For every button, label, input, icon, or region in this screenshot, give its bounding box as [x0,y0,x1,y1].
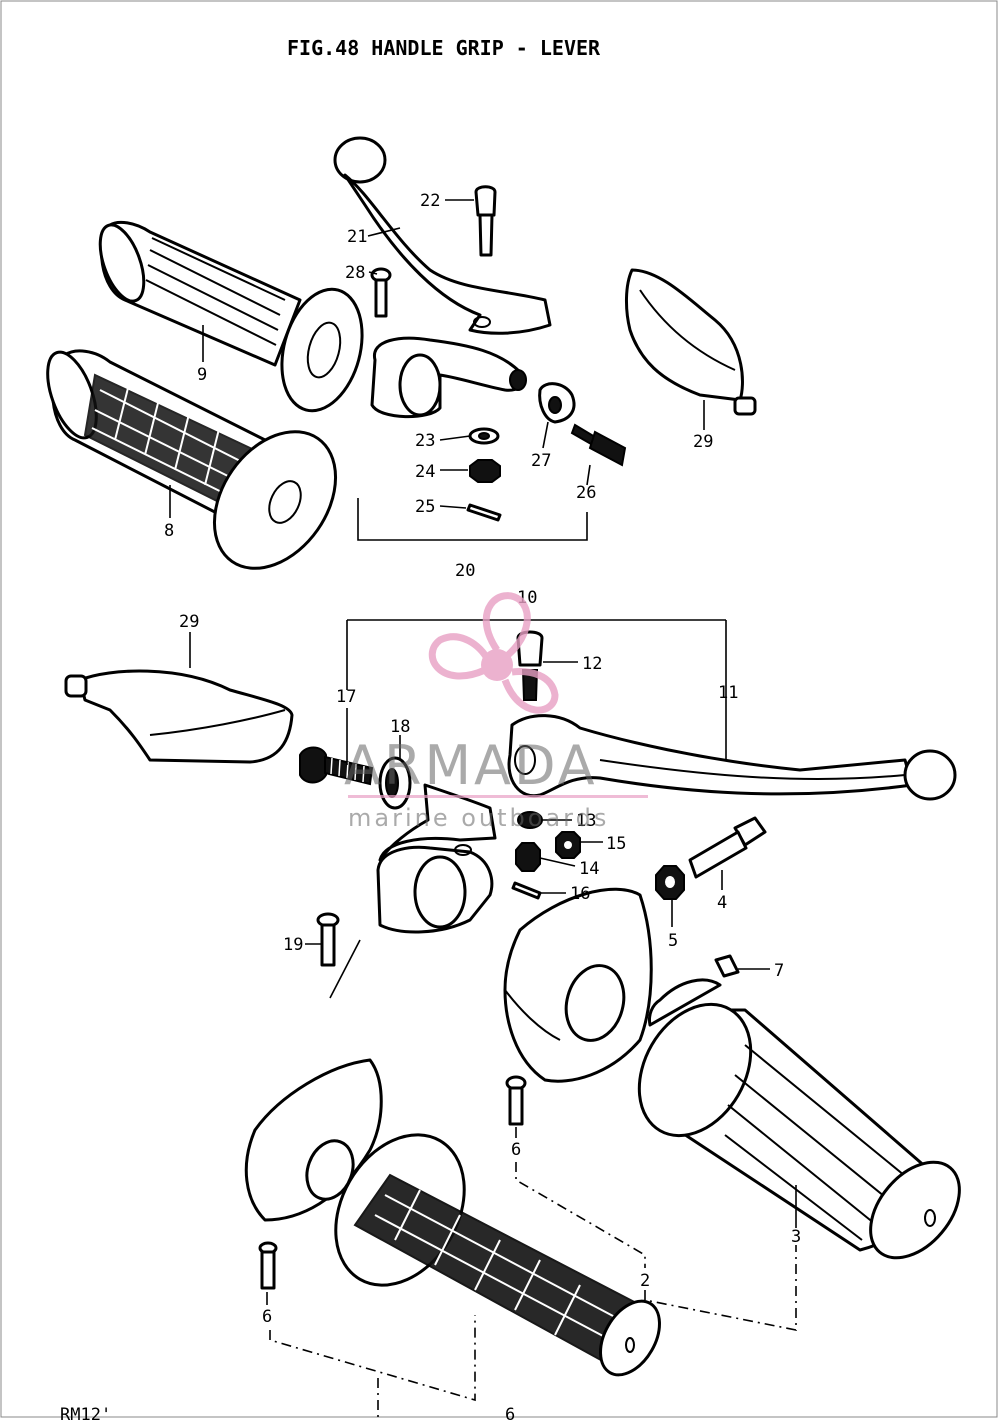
part-5-nut [655,865,685,900]
part-29-cover-upper [625,268,757,416]
callout-13: 13 [576,811,596,831]
watermark-brand: ARMADA [344,734,598,797]
part-15-nut [555,831,581,859]
part-11-lever [507,714,957,801]
callout-17: 17 [336,687,356,707]
part-17-bolt [299,746,374,786]
callout-4: 4 [717,893,727,913]
watermark: ARMADA marine outboards [344,592,648,832]
part-8-grip [46,349,338,570]
callout-21: 21 [347,227,367,247]
callout-25: 25 [415,497,435,517]
part-16-pin [511,881,542,900]
footer-mark: 6 [505,1405,515,1420]
part-26-bolt [570,423,627,467]
part-27-clip [538,382,576,424]
leader-lines [169,199,797,1305]
part-29-cover-lower [64,669,294,764]
part-28-screw [370,267,392,318]
callout-23: 23 [415,431,435,451]
callout-14: 14 [579,859,599,879]
callout-5: 5 [668,931,678,951]
part-7-clip [714,954,740,978]
part-2-grip [334,1133,661,1377]
callout-27: 27 [531,451,551,471]
callout-19: 19 [283,935,303,955]
part-19-screw [316,912,340,967]
watermark-divider [348,795,648,798]
callout-11: 11 [718,683,738,703]
part-3-grip [637,978,961,1260]
callout-22: 22 [420,191,440,211]
part-22-bolt [474,185,497,257]
throttle-housing-lower [244,1058,383,1222]
watermark-tagline: marine outboards [348,804,609,832]
figure-title: FIG.48 HANDLE GRIP - LEVER [287,36,601,60]
callout-24: 24 [415,462,435,482]
callout-26: 26 [576,483,596,503]
callout-6-lower: 6 [262,1307,272,1327]
part-6-screw-upper [505,1075,527,1126]
dash-lines [269,1162,797,1418]
part-9-grip [98,220,364,413]
callout-29-upper: 29 [693,432,713,452]
callout-15: 15 [606,834,626,854]
part-14-nut [515,842,541,872]
part-20-lever-bracket [370,336,527,419]
part-6-screw-lower [258,1241,278,1290]
part-23-washer [468,427,500,445]
footer-code: RM12' [60,1405,111,1420]
callout-7: 7 [774,961,784,981]
callout-8: 8 [164,521,174,541]
throttle-housing-upper [503,887,653,1083]
callout-20: 20 [455,561,475,581]
callout-6-upper: 6 [511,1140,521,1160]
callout-29-lower: 29 [179,612,199,632]
callout-3: 3 [791,1227,801,1247]
callout-12: 12 [582,654,602,674]
lower-lever-bracket [376,783,497,934]
callout-2: 2 [640,1271,650,1291]
callout-9: 9 [197,365,207,385]
part-24-nut [469,459,501,483]
callout-18: 18 [390,717,410,737]
part-21-lever [333,136,552,335]
part-25-pin [466,503,502,522]
part-4-bolt [688,816,767,879]
callout-labels: 2 3 4 5 6 6 7 8 9 10 11 12 13 14 15 16 1… [164,191,801,1327]
callout-16: 16 [570,884,590,904]
propeller-logo-icon [428,592,559,714]
callout-28: 28 [345,263,365,283]
group-20-bracket [357,498,588,541]
